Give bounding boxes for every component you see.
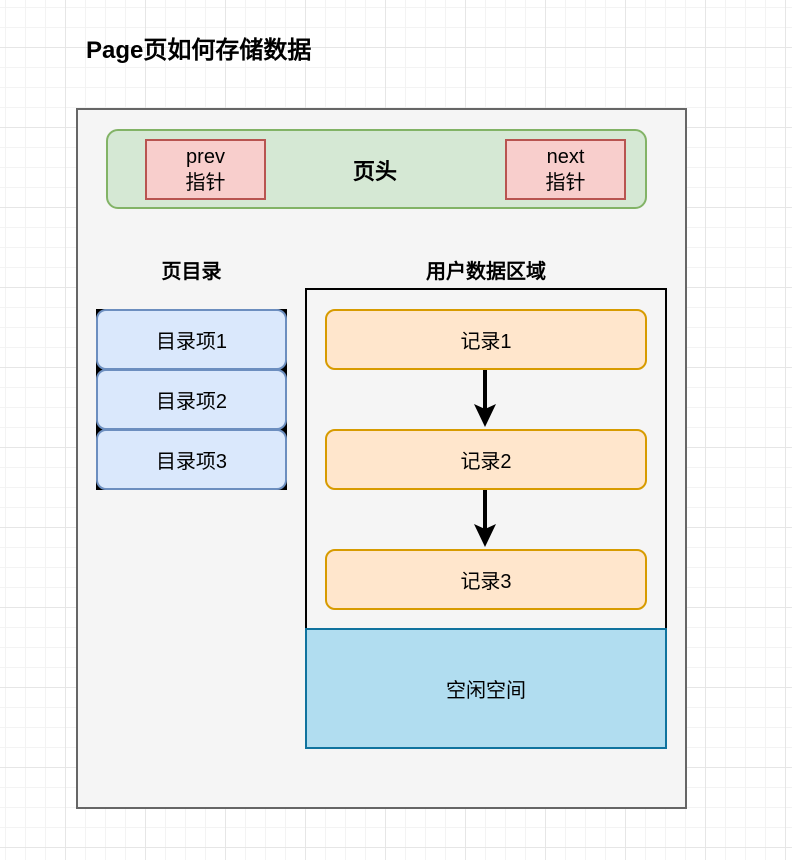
diagram-title: Page页如何存储数据 <box>86 37 312 64</box>
user-data-area-label: 用户数据区域 <box>426 260 546 283</box>
directory-item: 目录项1 <box>96 309 287 370</box>
record-box: 记录1 <box>325 309 647 370</box>
next-pointer-line1: next <box>546 145 585 168</box>
next-pointer-line2: 指针 <box>545 171 586 194</box>
record-box: 记录3 <box>325 549 647 610</box>
page-header-label: 页头 <box>352 159 397 184</box>
page-directory-label: 页目录 <box>161 260 222 283</box>
directory-item: 目录项3 <box>96 429 287 490</box>
prev-pointer-box: prev 指针 <box>145 139 266 200</box>
directory-item: 目录项2 <box>96 369 287 430</box>
record-box: 记录2 <box>325 429 647 490</box>
prev-pointer-line2: 指针 <box>185 171 226 194</box>
free-space-box: 空闲空间 <box>305 628 667 749</box>
prev-pointer-line1: prev <box>186 145 225 168</box>
next-pointer-box: next 指针 <box>505 139 626 200</box>
